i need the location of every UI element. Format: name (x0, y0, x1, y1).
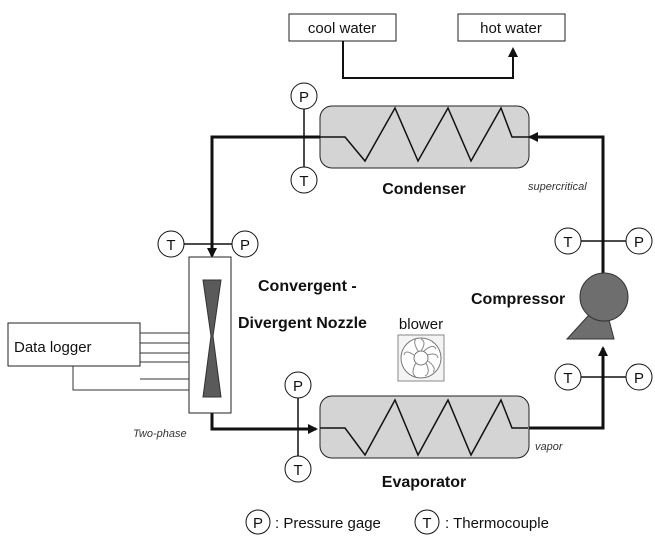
pressure-gage-evaporator: P (284, 371, 312, 399)
legend-pressure-symbol: P (253, 515, 263, 532)
line-compressor-to-condenser (528, 132, 605, 277)
pressure-symbol: P (240, 237, 250, 254)
compressor-body (579, 272, 629, 322)
nozzle-label-line1: Convergent - (258, 278, 357, 295)
supercritical-label: supercritical (528, 181, 587, 193)
thermo-symbol: T (299, 173, 308, 190)
line-condenser-to-nozzle (207, 135, 320, 258)
data-logger: Data logger (7, 322, 189, 391)
nozzle-shape (202, 279, 222, 398)
refrigerant-loop (207, 132, 608, 434)
legend-thermocouple-item: T : Thermocouple (414, 509, 549, 535)
thermo-symbol: T (293, 462, 302, 479)
compressor-label: Compressor (471, 291, 565, 308)
condenser-label: Condenser (382, 181, 466, 198)
legend: P : Pressure gage T : Thermocouple (245, 509, 549, 535)
pressure-gage-compressor-outlet: P (625, 227, 653, 255)
thermocouple-compressor-outlet: T (554, 227, 582, 255)
vapor-label: vapor (535, 441, 564, 453)
nozzle-ejector: Convergent - Divergent Nozzle (188, 256, 367, 414)
condenser-coil (320, 106, 530, 163)
compressor-outlet-sensors: T P (554, 227, 653, 255)
pressure-symbol: P (293, 378, 303, 395)
evaporator-coil (320, 398, 528, 457)
legend-thermo-symbol: T (422, 515, 431, 532)
evaporator-sensors: P T (284, 371, 312, 483)
blower-label: blower (399, 316, 443, 333)
pressure-symbol: P (634, 370, 644, 387)
pressure-gage-compressor-inlet: P (625, 363, 653, 391)
pressure-gage-nozzle: P (231, 230, 259, 258)
hot-water-label: hot water (480, 20, 542, 37)
pressure-gage-condenser: P (290, 82, 318, 110)
blower: blower (397, 316, 445, 382)
legend-pressure-text: : Pressure gage (275, 515, 381, 532)
pressure-symbol: P (299, 89, 309, 106)
pressure-symbol: P (634, 234, 644, 251)
legend-thermo-text: : Thermocouple (445, 515, 549, 532)
legend-pressure-item: P : Pressure gage (245, 509, 381, 535)
evaporator-label: Evaporator (382, 474, 466, 491)
thermocouple-nozzle: T (157, 230, 185, 258)
line-evaporator-to-compressor (528, 346, 608, 430)
two-phase-label: Two-phase (133, 428, 187, 440)
thermocouple-condenser: T (290, 166, 318, 194)
data-logger-wires (72, 332, 189, 391)
condenser-sensors: P T (290, 82, 320, 194)
cool-water-box: cool water (288, 13, 397, 42)
evaporator: Evaporator (319, 395, 530, 491)
thermocouple-evaporator: T (284, 455, 312, 483)
water-line (342, 41, 518, 79)
compressor: Compressor (471, 272, 629, 340)
thermo-symbol: T (563, 234, 572, 251)
line-nozzle-to-evaporator (210, 413, 318, 434)
nozzle-label-line2: Divergent Nozzle (238, 315, 367, 332)
data-logger-label: Data logger (14, 339, 92, 356)
cool-water-label: cool water (308, 20, 376, 37)
nozzle-sensors: T P (157, 230, 259, 258)
thermo-symbol: T (563, 370, 572, 387)
thermo-symbol: T (166, 237, 175, 254)
compressor-inlet-sensors: T P (554, 363, 653, 391)
condenser: Condenser (319, 105, 530, 198)
thermocouple-compressor-inlet: T (554, 363, 582, 391)
hot-water-box: hot water (457, 13, 566, 42)
